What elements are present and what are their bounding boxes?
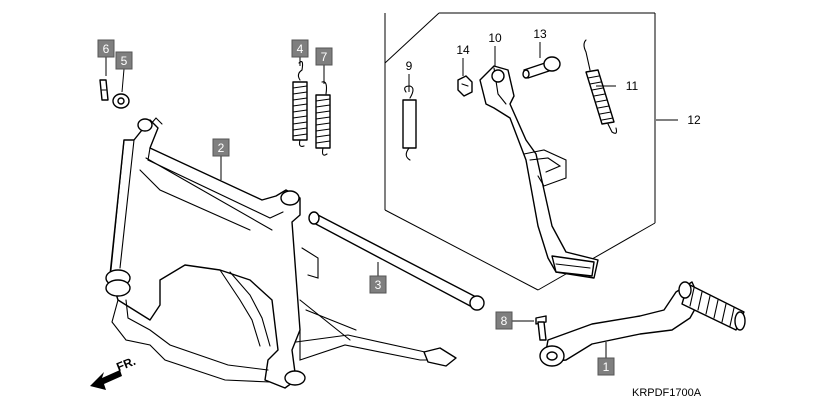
callout-13: 13 (533, 27, 547, 41)
callout-5: 5 (115, 51, 133, 70)
callout-9: 9 (406, 59, 413, 73)
side-stand-spring-9 (402, 85, 417, 161)
callout-8: 8 (495, 311, 513, 330)
svg-text:7: 7 (321, 50, 328, 64)
callout-10: 10 (488, 31, 502, 45)
kick-starter-arm (539, 281, 746, 367)
callout-11: 11 (626, 79, 639, 93)
callout-2: 2 (212, 138, 230, 157)
callout-7: 7 (315, 47, 333, 66)
front-direction-label: FR. (114, 354, 137, 374)
svg-text:8: 8 (501, 314, 508, 328)
svg-text:5: 5 (121, 54, 128, 68)
main-stand-spring-7 (315, 81, 331, 156)
svg-text:6: 6 (103, 42, 110, 56)
svg-text:2: 2 (218, 141, 225, 155)
cotter-pin (99, 79, 109, 101)
main-stand (105, 117, 457, 389)
callout-14: 14 (456, 43, 470, 57)
callout-1: 1 (597, 357, 615, 376)
stand-pivot-shaft (308, 211, 485, 311)
callout-12: 12 (687, 113, 701, 127)
nut (457, 75, 473, 97)
kick-arm-bolt (535, 315, 547, 341)
side-stand (479, 65, 599, 279)
pivot-bolt (522, 56, 561, 79)
side-stand-spring-11 (583, 39, 618, 134)
svg-text:4: 4 (297, 42, 304, 56)
svg-text:1: 1 (603, 360, 610, 374)
washer (112, 93, 130, 109)
svg-text:3: 3 (375, 278, 382, 292)
diagram-code: KRPDF1700A (632, 387, 702, 399)
leader-lines (105, 42, 678, 358)
side-stand-group-border (384, 12, 656, 291)
callout-3: 3 (369, 275, 387, 294)
callout-4: 4 (291, 39, 309, 58)
front-direction-arrow-icon (90, 370, 122, 390)
callout-6: 6 (97, 39, 115, 58)
main-stand-spring-4 (292, 61, 308, 147)
